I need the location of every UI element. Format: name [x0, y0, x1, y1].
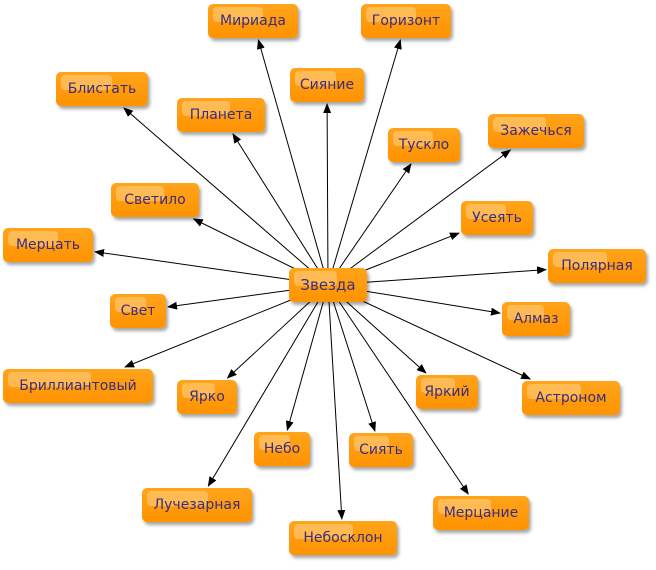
node-6[interactable]: Зажечься — [488, 114, 584, 148]
node-2[interactable]: Блистать — [56, 72, 148, 106]
edge-20 — [327, 284, 469, 495]
edge-2 — [123, 107, 329, 286]
edge-3 — [323, 103, 332, 286]
node-label: Яркий — [424, 384, 470, 400]
edge-1 — [327, 39, 402, 286]
node-label: Мерцание — [443, 505, 519, 521]
node-label: Ярко — [189, 389, 225, 405]
edge-17 — [285, 284, 329, 431]
node-label: Бриллиантовый — [19, 378, 137, 394]
center-node-label: Звезда — [300, 276, 356, 294]
node-4[interactable]: Планета — [177, 98, 265, 132]
node-label: Горизонт — [371, 13, 441, 29]
node-11[interactable]: Свет — [110, 294, 166, 328]
node-1[interactable]: Горизонт — [361, 4, 451, 38]
node-10[interactable]: Полярная — [548, 249, 646, 283]
node-label: Усеять — [472, 210, 522, 226]
edge-19 — [207, 284, 329, 487]
node-18[interactable]: Сиять — [349, 433, 413, 467]
edge-5 — [327, 163, 412, 286]
node-label: Сиять — [359, 442, 403, 458]
node-label: Лучезарная — [153, 497, 241, 513]
edge-4 — [232, 133, 329, 286]
node-14[interactable]: Ярко — [177, 380, 237, 414]
edge-6 — [327, 149, 512, 286]
node-label: Небо — [263, 441, 301, 457]
node-label: Мерцать — [15, 237, 81, 253]
node-20[interactable]: Мерцание — [433, 496, 529, 530]
node-label: Сияние — [299, 77, 355, 93]
node-label: Зажечься — [500, 123, 572, 139]
edge-18 — [327, 284, 376, 432]
node-17[interactable]: Небо — [254, 432, 310, 466]
node-19[interactable]: Лучезарная — [142, 488, 252, 522]
node-12[interactable]: Алмаз — [502, 302, 570, 336]
node-label: Планета — [189, 107, 253, 123]
node-label: Астроном — [535, 390, 607, 406]
node-5[interactable]: Тускло — [388, 128, 460, 162]
edge-0 — [257, 39, 329, 286]
node-8[interactable]: Усеять — [461, 201, 533, 235]
node-label: Полярная — [561, 258, 633, 274]
center-node[interactable]: Звезда — [289, 268, 367, 302]
node-label: Мириада — [219, 13, 286, 29]
node-label: Блистать — [67, 81, 137, 97]
node-9[interactable]: Мерцать — [3, 228, 93, 262]
node-16[interactable]: Астроном — [522, 381, 620, 415]
node-7[interactable]: Светило — [111, 183, 199, 217]
node-label: Небосклон — [303, 530, 383, 546]
node-0[interactable]: Мириада — [208, 4, 298, 38]
node-21[interactable]: Небосклон — [289, 521, 397, 555]
node-label: Светило — [124, 192, 186, 208]
node-13[interactable]: Бриллиантовый — [3, 369, 153, 403]
node-label: Алмаз — [513, 311, 559, 327]
node-15[interactable]: Яркий — [416, 375, 478, 409]
node-3[interactable]: Сияние — [290, 68, 364, 102]
node-label: Свет — [120, 303, 156, 319]
node-label: Тускло — [398, 137, 450, 153]
edge-21 — [327, 284, 346, 520]
